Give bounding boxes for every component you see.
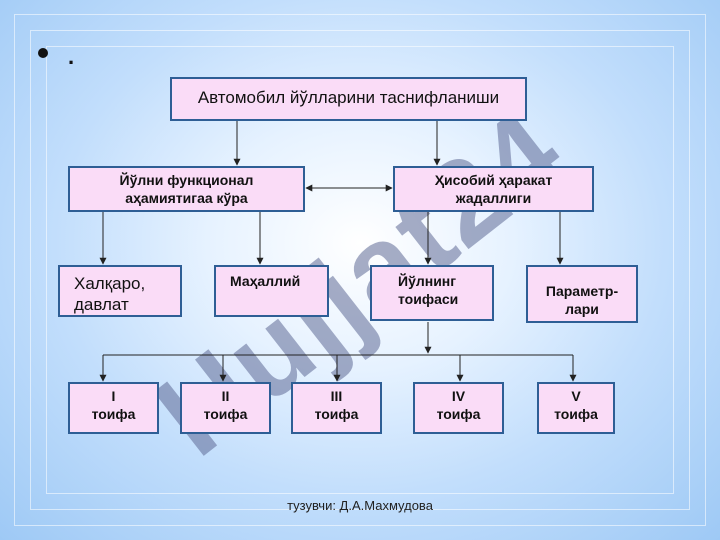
category-2-label: тоифа xyxy=(203,405,248,422)
category-box-4: IV тоифа xyxy=(413,382,504,434)
bullet-text: . xyxy=(68,44,75,69)
category-5-label: тоифа xyxy=(554,405,598,422)
category-1-label: тоифа xyxy=(91,405,136,422)
node-road-category: Йўлнинг тоифаси xyxy=(370,265,494,321)
bullet-icon xyxy=(38,48,48,58)
category-3-numeral: III xyxy=(330,388,343,404)
node-traffic-intensity-line1: Ҳисобий ҳаракат xyxy=(434,172,553,188)
node-international-line2: давлат xyxy=(74,295,129,315)
node-road-category-line2: тоифаси xyxy=(398,290,459,307)
node-functional-importance: Йўлни функционал аҳамиятигаа кўра xyxy=(68,166,305,212)
node-traffic-intensity-line2: жадаллиги xyxy=(455,189,532,206)
author-footer: тузувчи: Д.А.Махмудова xyxy=(287,498,433,513)
category-box-5: V тоифа xyxy=(537,382,615,434)
node-local-label: Маҳаллий xyxy=(230,273,301,289)
node-international-line1: Халқаро, xyxy=(74,274,146,293)
node-traffic-intensity: Ҳисобий ҳаракат жадаллиги xyxy=(393,166,594,212)
category-box-1: I тоифа xyxy=(68,382,159,434)
node-functional-importance-line1: Йўлни функционал xyxy=(119,172,254,188)
node-parameters: Параметр- лари xyxy=(526,265,638,323)
root-node: Автомобил йўлларини таснифланиши xyxy=(170,77,527,121)
frame-outer xyxy=(14,14,706,526)
node-functional-importance-line2: аҳамиятигаа кўра xyxy=(125,189,248,206)
category-5-numeral: V xyxy=(571,388,581,404)
node-international: Халқаро, давлат xyxy=(58,265,182,317)
frame-middle xyxy=(30,30,690,510)
category-box-2: II тоифа xyxy=(180,382,271,434)
frame-inner xyxy=(46,46,674,494)
node-parameters-line2: лари xyxy=(565,300,599,317)
node-parameters-line1: Параметр- xyxy=(545,283,619,299)
category-1-numeral: I xyxy=(111,388,116,404)
category-4-label: тоифа xyxy=(436,405,481,422)
category-4-numeral: IV xyxy=(451,388,466,404)
node-road-category-line1: Йўлнинг xyxy=(398,273,457,289)
category-box-3: III тоифа xyxy=(291,382,382,434)
category-2-numeral: II xyxy=(221,388,230,404)
node-local: Маҳаллий xyxy=(214,265,329,317)
category-3-label: тоифа xyxy=(314,405,359,422)
root-node-label: Автомобил йўлларини таснифланиши xyxy=(197,88,500,107)
